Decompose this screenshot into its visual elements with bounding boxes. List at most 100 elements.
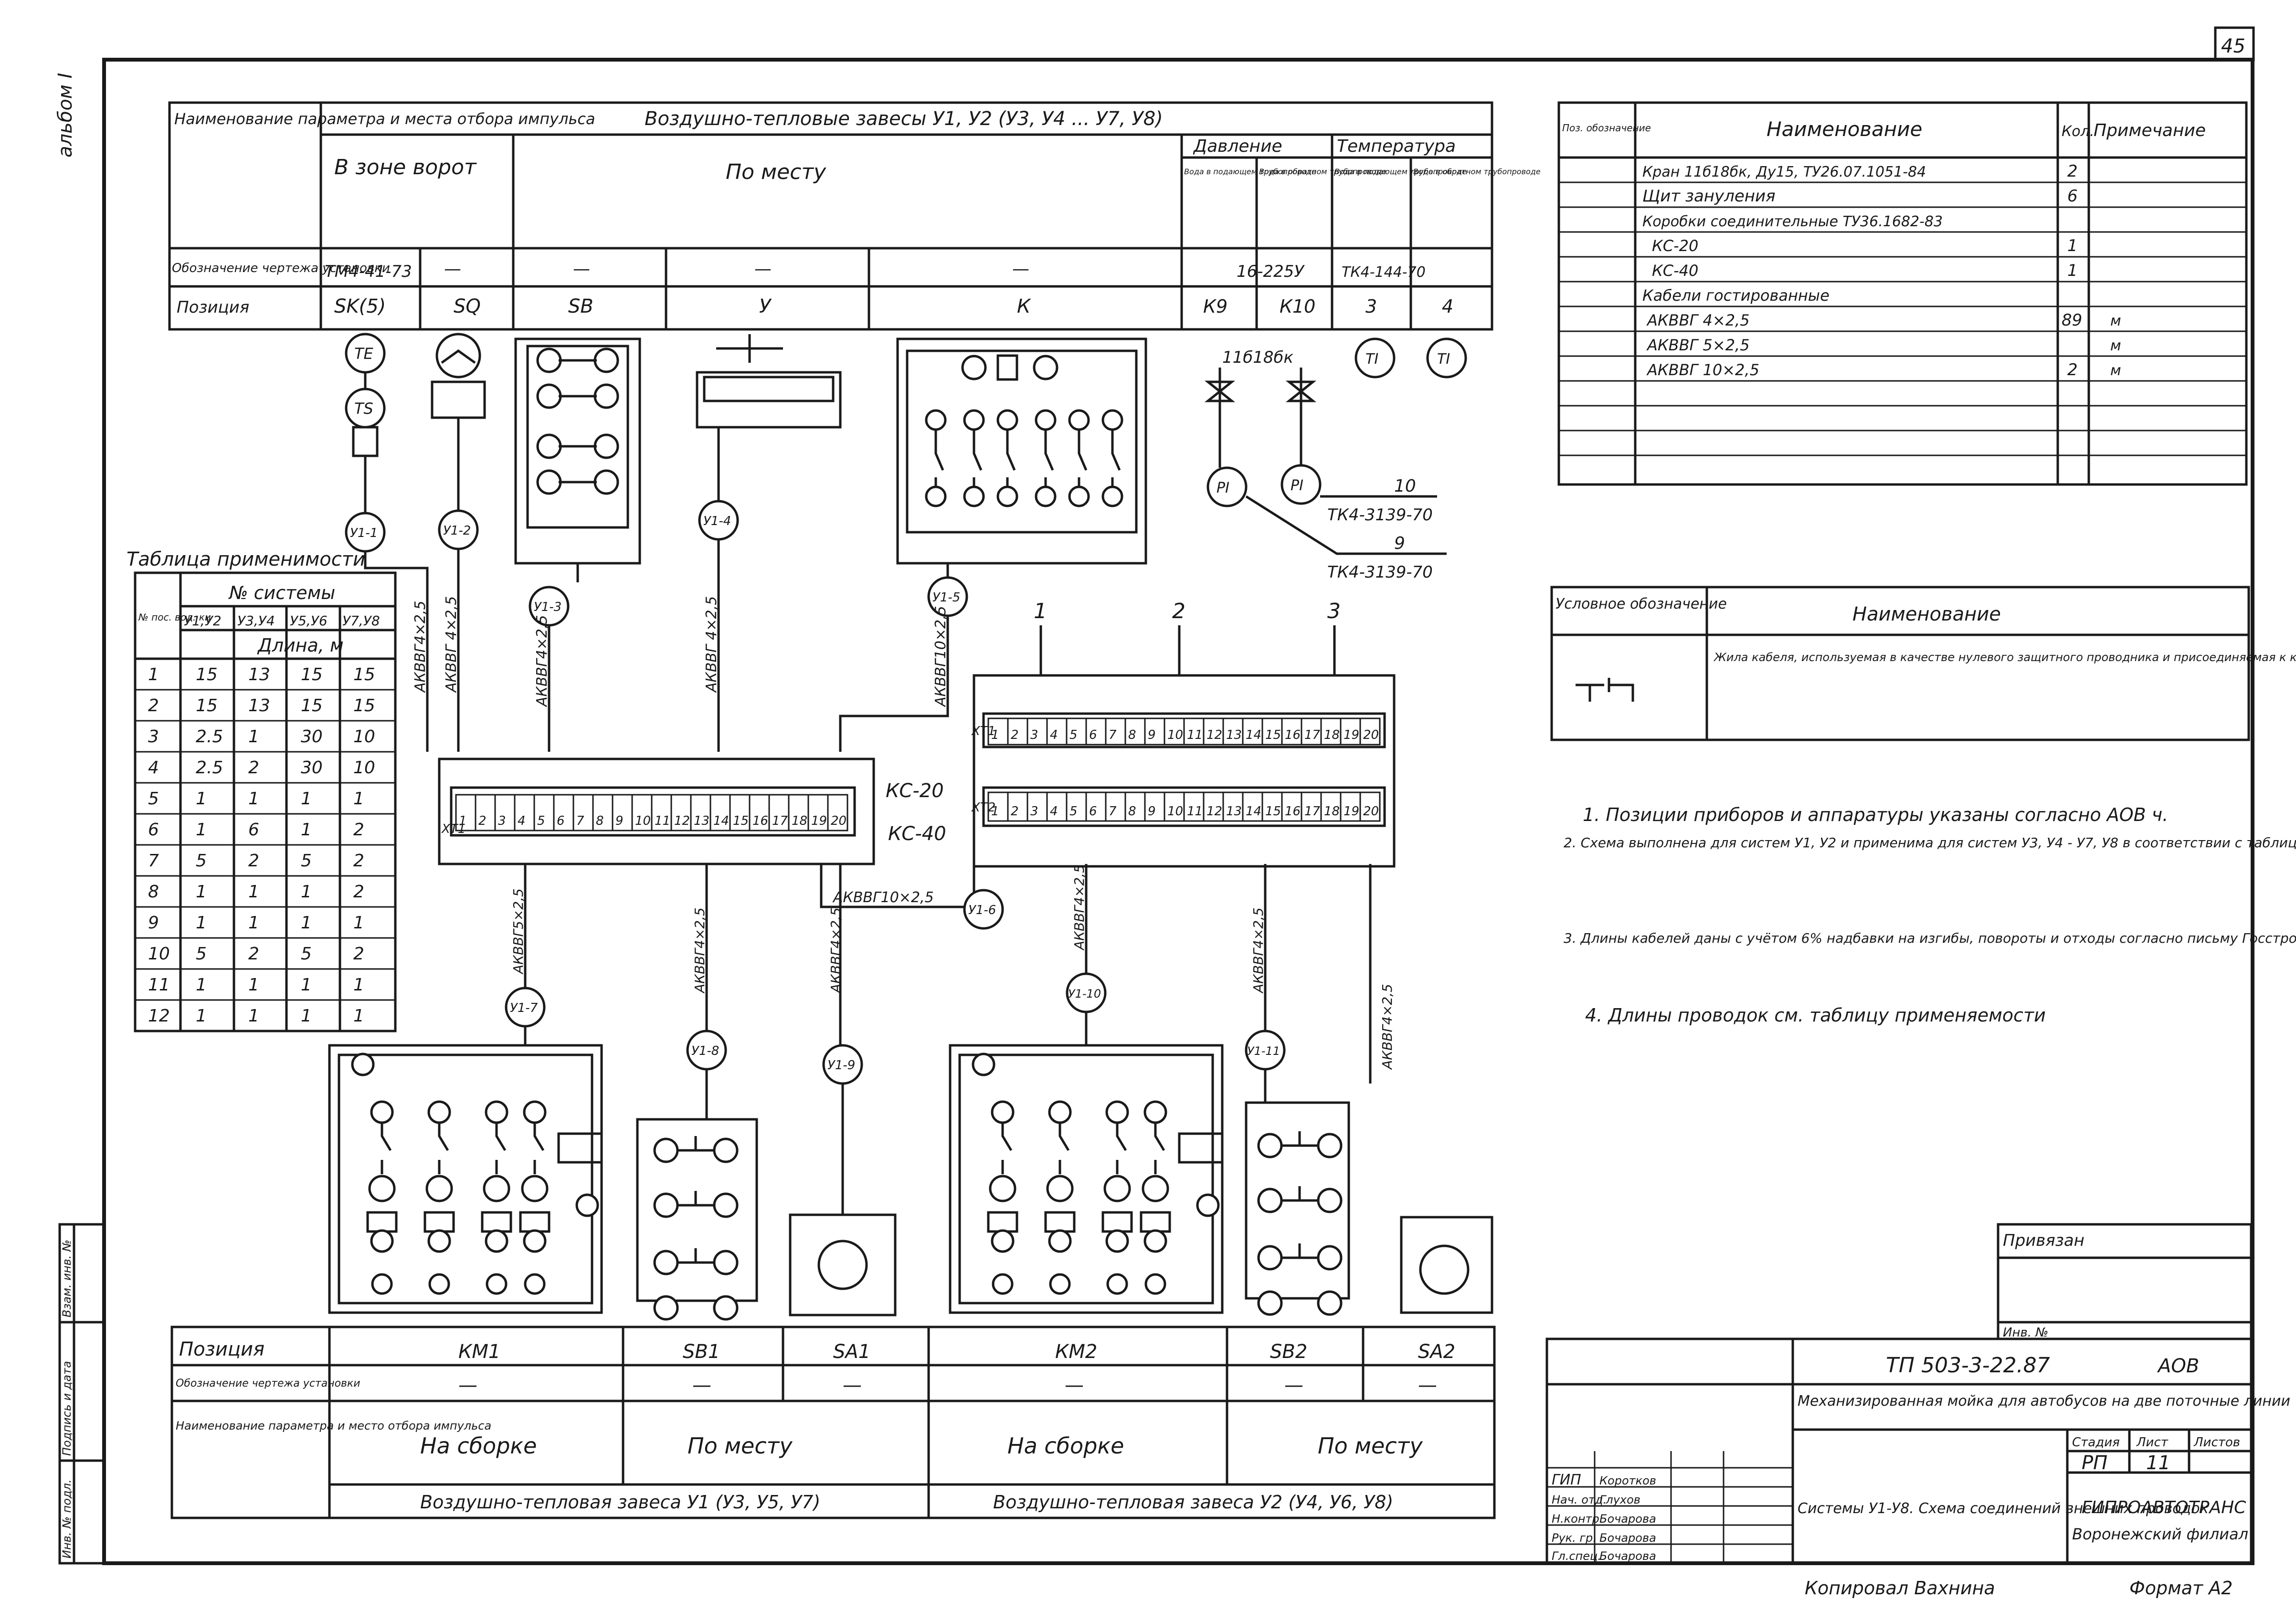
apply-cell: 1 <box>353 789 364 809</box>
svg-text:—: — <box>1284 1374 1303 1396</box>
svg-text:SB1: SB1 <box>683 1341 720 1363</box>
svg-text:SQ: SQ <box>454 295 481 317</box>
apply-cell: 2 <box>353 851 364 871</box>
svg-text:—: — <box>843 1374 862 1396</box>
album-label: альбом I <box>54 73 76 158</box>
svg-text:Обозначение чертежа установки: Обозначение чертежа установки <box>172 261 390 275</box>
svg-text:АКВВГ10×2,5: АКВВГ10×2,5 <box>832 889 934 906</box>
terminal-label: 5 <box>1069 804 1078 819</box>
svg-text:Воздушно-тепловые завесы У1, У: Воздушно-тепловые завесы У1, У2 (У3, У4 … <box>645 108 1163 130</box>
apply-cell: 2.5 <box>196 727 223 747</box>
apply-cell: 5 <box>301 944 312 964</box>
apply-cell: 2 <box>248 758 259 778</box>
svg-text:У5,У6: У5,У6 <box>290 613 328 629</box>
svg-text:10: 10 <box>1394 476 1416 496</box>
apply-cell: 1 <box>248 727 259 747</box>
k-contacts <box>925 409 1123 507</box>
svg-text:АКВВГ4×2,5: АКВВГ4×2,5 <box>534 615 550 707</box>
svg-text:ХТ2: ХТ2 <box>971 800 995 815</box>
terminal-label: 6 <box>557 814 565 828</box>
svg-text:АКВВГ4×2,5: АКВВГ4×2,5 <box>412 600 429 693</box>
svg-text:Щит зануления: Щит зануления <box>1642 187 1776 206</box>
svg-text:SK(5): SK(5) <box>334 295 386 317</box>
svg-text:АКВВГ 10×2,5: АКВВГ 10×2,5 <box>1646 361 1759 379</box>
terminal-label: 3 <box>1030 728 1038 742</box>
svg-text:АКВВГ4×2,5: АКВВГ4×2,5 <box>1250 907 1266 994</box>
svg-text:Наименование параметра и места: Наименование параметра и места отбора им… <box>174 110 595 128</box>
svg-text:У1-5: У1-5 <box>932 590 960 605</box>
apply-cell: 1 <box>196 913 207 933</box>
terminal-label: 10 <box>1167 728 1183 742</box>
terminal-label: 14 <box>713 814 729 828</box>
svg-text:Глухов: Глухов <box>1599 1493 1640 1506</box>
apply-cell: 1 <box>248 1006 259 1026</box>
svg-text:Бочарова: Бочарова <box>1599 1512 1656 1526</box>
terminal-label: 1 <box>991 804 999 819</box>
terminal-label: 2 <box>1011 728 1019 742</box>
terminal-label: 15 <box>733 814 749 828</box>
svg-text:SA2: SA2 <box>1418 1341 1455 1363</box>
svg-text:Таблица применимости: Таблица применимости <box>127 548 365 570</box>
terminal-label: 20 <box>1363 804 1379 819</box>
svg-text:1: 1 <box>1034 599 1047 623</box>
svg-text:Инв. №: Инв. № <box>2003 1326 2048 1340</box>
svg-text:АОВ: АОВ <box>2157 1355 2199 1377</box>
terminal-label: 16 <box>1285 804 1301 819</box>
apply-cell: 1 <box>248 913 259 933</box>
apply-cell: 15 <box>196 696 218 716</box>
svg-text:На сборке: На сборке <box>1007 1433 1124 1459</box>
terminal-label: 4 <box>1050 804 1058 819</box>
terminal-label: 11 <box>1187 804 1203 819</box>
svg-text:У1-6: У1-6 <box>968 903 996 917</box>
terminal-label: 17 <box>1304 728 1321 742</box>
terminal-label: 4 <box>518 814 526 828</box>
svg-text:ГИПРОАВТОТРАНС: ГИПРОАВТОТРАНС <box>2082 1498 2246 1517</box>
svg-text:Вода в обратном трубопроводе: Вода в обратном трубопроводе <box>1259 167 1386 176</box>
svg-text:ХТ1: ХТ1 <box>441 822 466 836</box>
apply-cell: 9 <box>148 913 159 933</box>
svg-text:1: 1 <box>2067 236 2078 255</box>
svg-text:У7,У8: У7,У8 <box>342 613 380 629</box>
svg-text:По месту: По месту <box>688 1433 793 1459</box>
svg-text:Подпись и дата: Подпись и дата <box>60 1361 74 1456</box>
svg-text:Гл.спец.: Гл.спец. <box>1552 1549 1601 1563</box>
apply-cell: 15 <box>353 696 375 716</box>
svg-text:КМ1: КМ1 <box>458 1341 500 1363</box>
svg-text:3: 3 <box>1327 599 1341 623</box>
terminal-label: 15 <box>1265 804 1281 819</box>
apply-cell: 30 <box>301 758 323 778</box>
svg-text:У1-7: У1-7 <box>510 1001 538 1015</box>
terminal-label: 18 <box>792 814 807 828</box>
svg-text:TS: TS <box>354 400 373 418</box>
apply-cell: 7 <box>148 851 159 871</box>
terminal-label: 11 <box>655 814 670 828</box>
svg-text:У1-9: У1-9 <box>827 1058 855 1073</box>
svg-text:ГИП: ГИП <box>1552 1472 1581 1488</box>
apply-cell: 1 <box>196 1006 207 1026</box>
apply-cell: 5 <box>196 851 207 871</box>
svg-text:4. Длины проводок см. таблицу: 4. Длины проводок см. таблицу применяемо… <box>1585 1005 2046 1026</box>
svg-text:№ системы: № системы <box>228 582 335 603</box>
svg-text:2: 2 <box>1172 599 1185 623</box>
apply-cell: 13 <box>248 665 270 684</box>
apply-cell: 2 <box>248 944 259 964</box>
svg-text:Лист: Лист <box>2136 1435 2169 1450</box>
apply-cell: 1 <box>248 882 259 902</box>
svg-text:11: 11 <box>2146 1452 2170 1474</box>
apply-table: Таблица применимости № пос. вод. ки № си… <box>127 548 397 1032</box>
svg-text:Кол.: Кол. <box>2062 123 2094 140</box>
terminal-label: 14 <box>1246 728 1261 742</box>
terminal-label: 13 <box>694 814 709 828</box>
terminal-label: 13 <box>1226 804 1242 819</box>
svg-text:У1-8: У1-8 <box>691 1044 719 1058</box>
apply-cell: 1 <box>248 789 259 809</box>
svg-text:Копировал Вахнина: Копировал Вахнина <box>1805 1578 1995 1599</box>
svg-text:На сборке: На сборке <box>420 1433 537 1459</box>
terminal-label: 17 <box>1304 804 1321 819</box>
apply-cell: 1 <box>196 882 207 902</box>
svg-text:—: — <box>692 1374 711 1396</box>
legend-table: Условное обозначение Наименование Жила к… <box>1550 586 2296 741</box>
apply-cell: 1 <box>196 975 207 995</box>
terminal-label: 6 <box>1089 728 1097 742</box>
